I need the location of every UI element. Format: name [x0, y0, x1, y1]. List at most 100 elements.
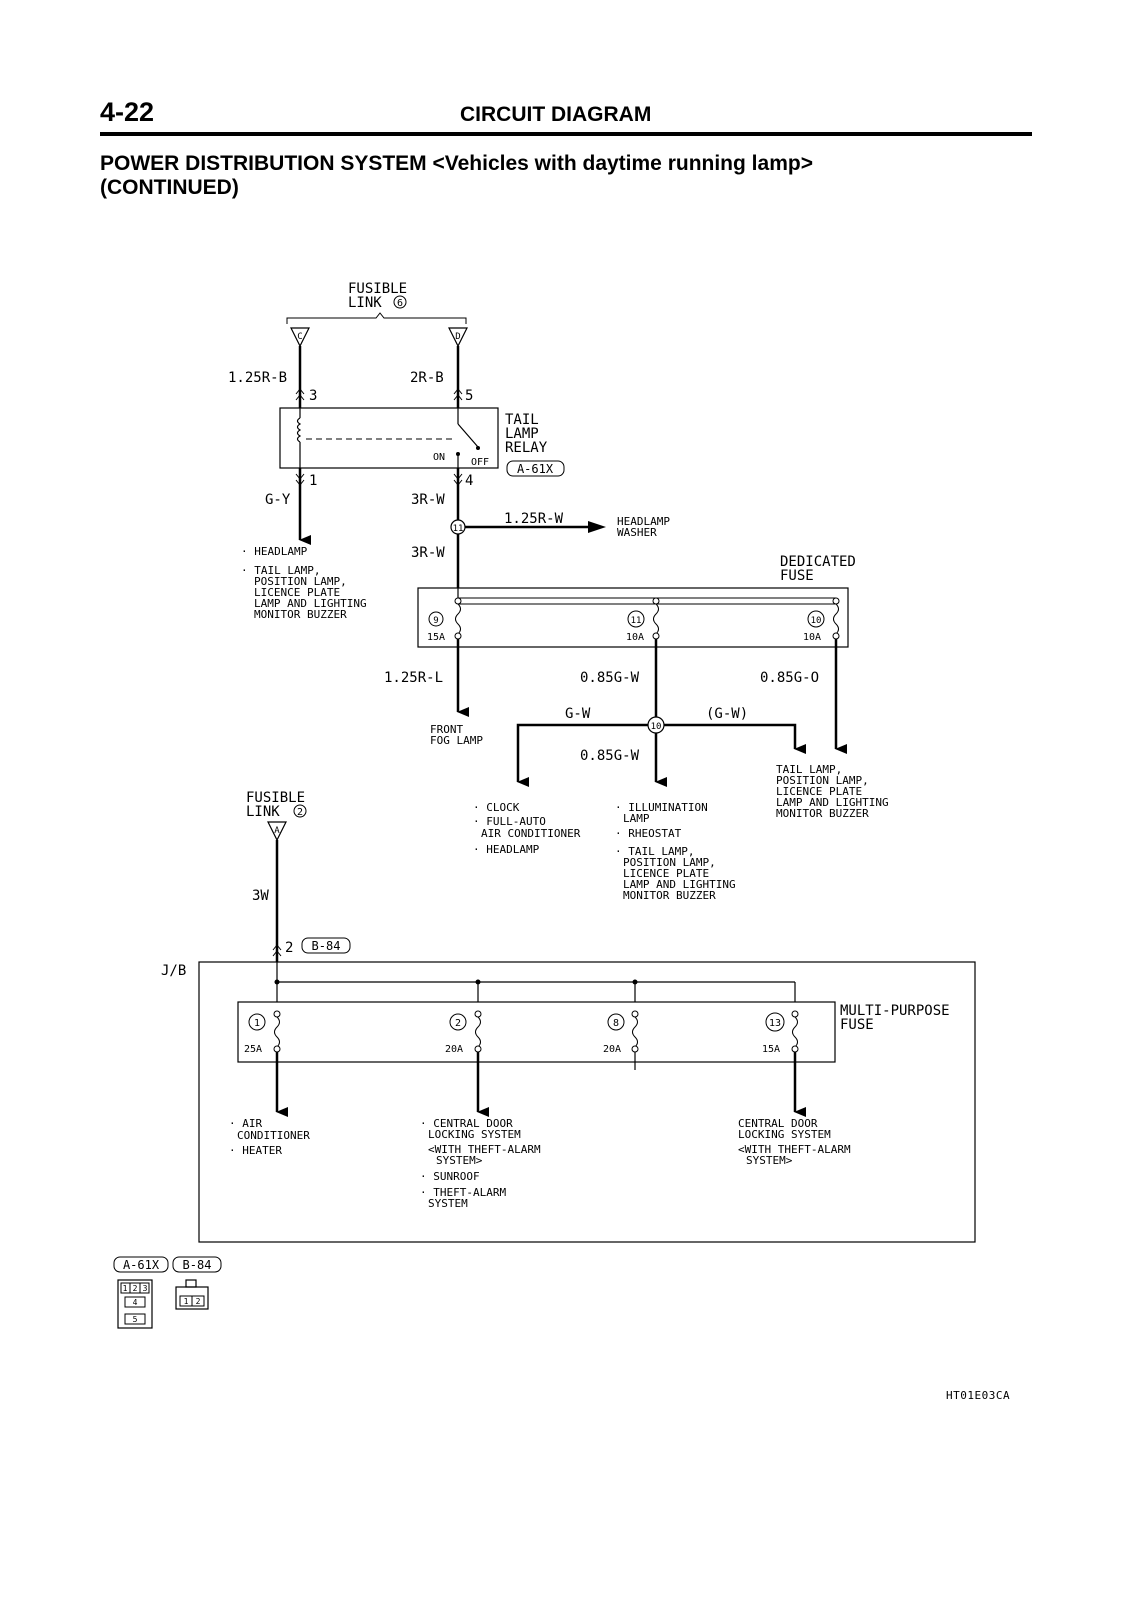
a61x-row-1 — [120, 1282, 150, 1294]
relay-load-5: LAMP AND LIGHTING — [254, 597, 367, 610]
fusible-link-2-number-circle — [293, 804, 307, 818]
jb-loads-3-4: SYSTEM> — [746, 1154, 793, 1167]
fuse-9-element — [455, 603, 461, 635]
document-code: HT01E03CA — [946, 1389, 1011, 1402]
fusible-link-6-number-circle — [393, 295, 407, 309]
terminal-c-triangle — [290, 327, 310, 348]
jb-loads-1-2: CONDITIONER — [237, 1129, 310, 1142]
fuse-11-element — [653, 603, 659, 635]
loads-b-5: POSITION LAMP, — [623, 856, 716, 869]
jb-loads-2-5: · SUNROOF — [420, 1170, 480, 1183]
loads-b-6: LICENCE PLATE — [623, 867, 709, 880]
mp-fuse-2-element — [475, 1016, 481, 1048]
relay-pin-4: 4 — [465, 473, 473, 489]
dedicated-fuse-label-2: FUSE — [780, 568, 814, 584]
fusible-link-2-label-1: FUSIBLE — [246, 790, 305, 806]
fusible-link-6-label-2: LINK — [348, 295, 382, 311]
wire-label-1-25r-b: 1.25R-B — [228, 370, 287, 386]
b84-pin-2: 2 — [196, 1297, 201, 1306]
dedicated-fuse-box — [417, 587, 849, 648]
wire-label-0-85g-w-2: 0.85G-W — [580, 748, 640, 764]
mp-fuse-2-rating: 20A — [445, 1044, 463, 1055]
b84-pin-1: 1 — [184, 1297, 189, 1306]
relay-pin-5-mark — [453, 388, 463, 401]
fuse-9-number: 9 — [433, 616, 438, 626]
fuse-9-rating: 15A — [427, 632, 445, 643]
terminal-c-label: C — [297, 332, 302, 342]
headlamp-washer-arrow — [588, 521, 606, 533]
relay-pin-1-mark — [295, 473, 305, 486]
jb-connector-label: B-84 — [312, 939, 341, 953]
wire-label-0-85g-w: 0.85G-W — [580, 670, 640, 686]
wire-label-g-y: G-Y — [265, 492, 291, 508]
fusible-link-2: FUSIBLE LINK 2 A 3W 2 B-84 — [246, 790, 351, 962]
connector-legend: A-61X B-84 1 2 3 4 5 1 2 — [113, 1256, 222, 1329]
wire-label-3r-w-b: 3R-W — [411, 545, 445, 561]
mp-fuse-1-rating: 25A — [244, 1044, 262, 1055]
loads-b-4: · TAIL LAMP, — [615, 845, 694, 858]
fuse-10-top-terminal — [832, 597, 840, 605]
tail-lamp-relay: ON OFF TAIL LAMP RELAY A-61X — [279, 407, 565, 477]
fuse-11-number: 11 — [631, 616, 642, 626]
mp-fuse-8-number-circle — [607, 1013, 625, 1031]
jb-loads-2-2: LOCKING SYSTEM — [428, 1128, 521, 1141]
junction-10-label: 10 — [651, 722, 662, 732]
mp-fuse-13-bottom-terminal — [791, 1045, 799, 1053]
mp-fuse-8-top-terminal — [631, 1010, 639, 1018]
loads-c-3: LICENCE PLATE — [776, 785, 862, 798]
loads-c-4: LAMP AND LIGHTING — [776, 796, 889, 809]
fuse-9-top-terminal — [454, 597, 462, 605]
loads-c-5: MONITOR BUZZER — [776, 807, 869, 820]
relay-load-1: · HEADLAMP — [241, 545, 308, 558]
jb-loads-2-1: · CENTRAL DOOR — [420, 1117, 513, 1130]
fuse-9-bottom-terminal — [454, 632, 462, 640]
mp-fuse-13-number-circle — [765, 1012, 785, 1032]
connector-b84-badge — [301, 937, 351, 954]
a61x-pin-5: 5 — [133, 1315, 138, 1324]
jb-pin-2-mark — [272, 944, 282, 957]
a61x-pin-2: 2 — [133, 1284, 138, 1293]
fuse-11-rating: 10A — [626, 632, 644, 643]
fuse-10-element — [833, 603, 839, 635]
fuse-10-number: 10 — [811, 616, 822, 626]
fuse-11-top-terminal — [652, 597, 660, 605]
fuse-10-bottom-terminal — [832, 632, 840, 640]
jb-loads-3-2: LOCKING SYSTEM — [738, 1128, 831, 1141]
loads-b-3: · RHEOSTAT — [615, 827, 682, 840]
loads-b-8: MONITOR BUZZER — [623, 889, 716, 902]
relay-name-line-3: RELAY — [505, 440, 548, 456]
relay-on-label: ON — [433, 452, 445, 463]
loads-c-1: TAIL LAMP, — [776, 763, 842, 776]
mp-fuse-13-top-terminal — [791, 1010, 799, 1018]
diagram-title-line-2: (CONTINUED) — [100, 176, 239, 199]
jb-loads-1-3: · HEATER — [229, 1144, 282, 1157]
fuse-10-number-circle — [807, 610, 825, 628]
mp-fuse-8-bottom-terminal — [631, 1045, 639, 1053]
wire-label-0-85g-o: 0.85G-O — [760, 670, 819, 686]
fusible-link-6-bracket — [286, 312, 467, 324]
jb-loads-1-1: · AIR — [229, 1117, 262, 1130]
a61x-row-3 — [124, 1313, 146, 1325]
wire-g-w-branch — [516, 723, 648, 787]
loads-a-4: · HEADLAMP — [473, 843, 540, 856]
jb-loads-3-1: CENTRAL DOOR — [738, 1117, 818, 1130]
mp-fuse-2-bottom-terminal — [474, 1045, 482, 1053]
a61x-row-2 — [124, 1296, 146, 1308]
jb-pin-2: 2 — [285, 940, 293, 956]
jb-loads-2-4: SYSTEM> — [436, 1154, 483, 1167]
legend-a61x-badge — [113, 1256, 169, 1273]
wire-label-3w: 3W — [252, 888, 269, 904]
a61x-pin-4: 4 — [133, 1298, 138, 1307]
relay-connector-label: A-61X — [517, 462, 554, 476]
dedicated-fuse-block: DEDICATED FUSE 9 15A 11 10A 10 10A — [417, 554, 856, 648]
mp-fuse-1-number-circle — [248, 1013, 266, 1031]
section-title: CIRCUIT DIAGRAM — [460, 103, 652, 126]
loads-a-1: · CLOCK — [473, 801, 520, 814]
terminal-d-label: D — [455, 332, 460, 342]
diagram-title: POWER DISTRIBUTION SYSTEM <Vehicles with… — [100, 152, 813, 200]
loads-a-3: AIR CONDITIONER — [481, 827, 581, 840]
mp-fuse-13-rating: 15A — [762, 1044, 780, 1055]
fuse-11-bottom-terminal — [652, 632, 660, 640]
page-number: 4-22 — [100, 97, 155, 127]
